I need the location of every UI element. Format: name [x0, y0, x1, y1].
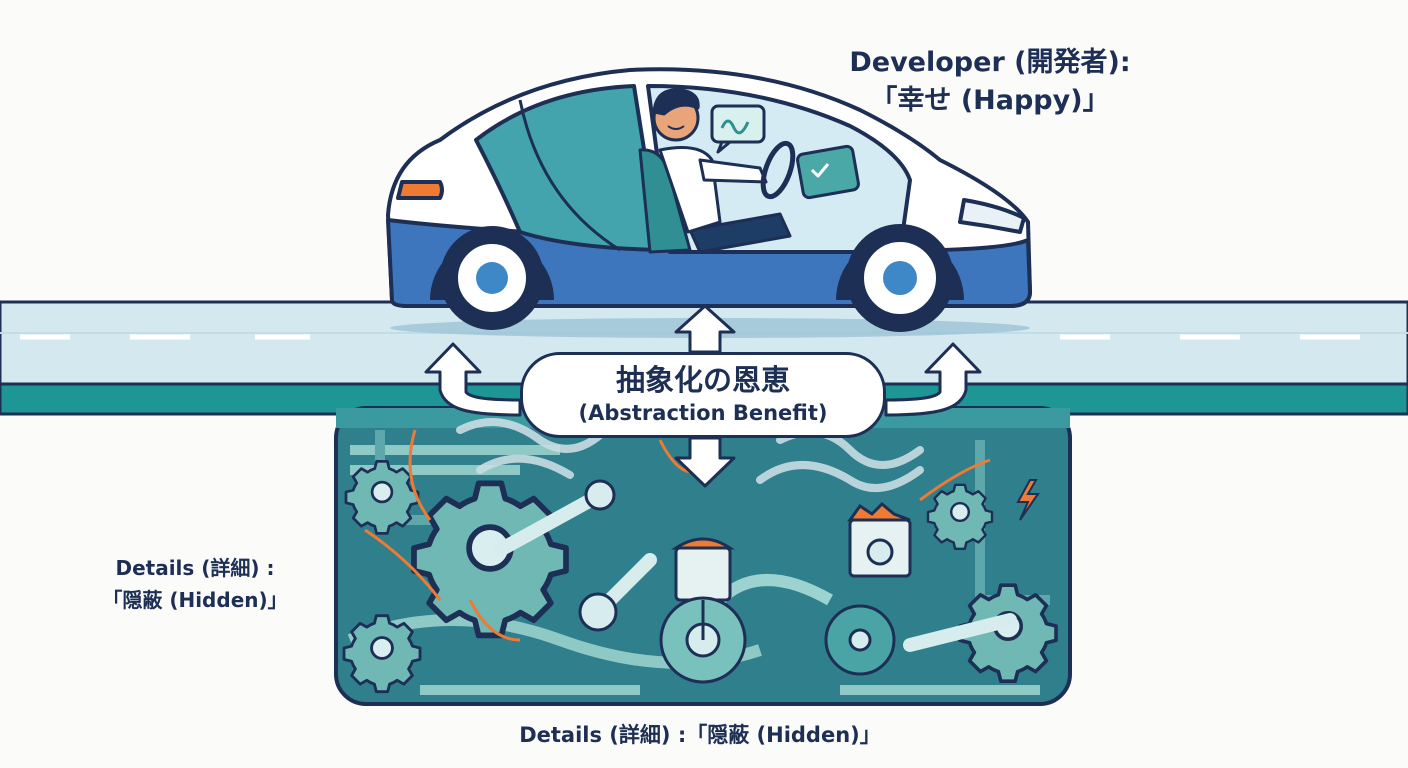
- gear-icon: [344, 460, 420, 535]
- wheel-icon: [440, 226, 544, 330]
- developer-label: Developer (開発者): 「幸せ (Happy)」: [800, 44, 1180, 120]
- driver-figure: [638, 88, 860, 254]
- details-label-left-line1: Details (詳細) :: [115, 556, 275, 580]
- developer-label-line2: 「幸せ (Happy)」: [870, 85, 1110, 116]
- details-label-left: Details (詳細) : 「隠蔽 (Hidden)」: [60, 552, 330, 616]
- wheel-icon: [846, 224, 954, 332]
- lightning-icon: [1016, 479, 1040, 521]
- abstraction-benefit-jp: 抽象化の恩恵: [615, 363, 790, 397]
- arrows: [424, 304, 982, 488]
- engine-block: [334, 406, 1072, 706]
- piston-icon: [659, 537, 747, 684]
- abstraction-benefit-en: (Abstraction Benefit): [578, 401, 828, 425]
- developer-label-line1: Developer (開発者):: [849, 47, 1131, 78]
- abstraction-benefit-label: 抽象化の恩恵 (Abstraction Benefit): [520, 352, 886, 438]
- gear-icon: [414, 483, 566, 635]
- gear-icon: [926, 483, 994, 550]
- details-label-bottom: Details (詳細) :「隠蔽 (Hidden)」: [519, 723, 881, 747]
- check-icon: [810, 163, 830, 178]
- wave-icon: [720, 119, 750, 135]
- gear-icon: [342, 614, 422, 694]
- piston-icon: [847, 501, 912, 578]
- details-label-left-line2: 「隠蔽 (Hidden)」: [102, 588, 288, 612]
